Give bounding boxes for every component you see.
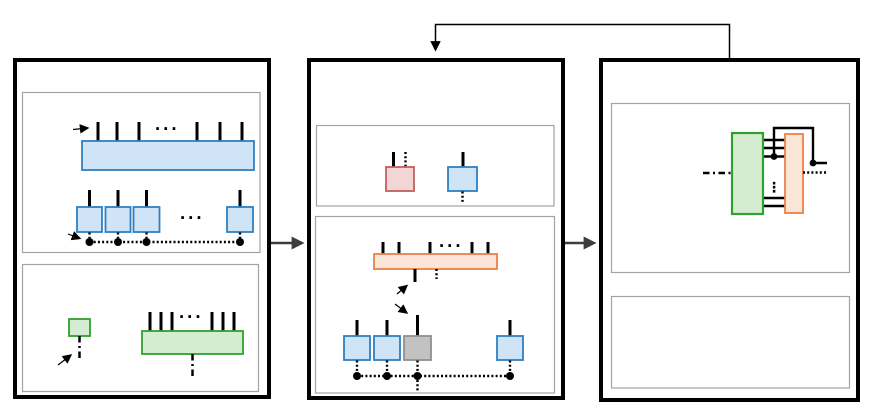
- bypass-junction-dot-left: [770, 153, 778, 160]
- orange-block-ticks: [381, 242, 490, 255]
- bus-dot-3: [142, 238, 151, 246]
- blue-square-row-ticks: [88, 190, 242, 208]
- bottom-blue-square-1: [343, 335, 371, 361]
- bus-dot-1: [85, 238, 94, 246]
- bypass-junction-dot-right: [809, 159, 817, 167]
- left-panel-bottom-subbox: ···: [21, 263, 260, 393]
- middle-panel: ···: [307, 58, 565, 400]
- green-block-ticks: [148, 312, 236, 332]
- annotation-arrow-output-tick: [396, 284, 409, 295]
- ellipsis-green-block-ticks: ···: [179, 308, 204, 326]
- vertical-ellipsis-wires: ⋮: [767, 180, 781, 196]
- red-square: [385, 166, 415, 192]
- right-top-subbox-frame: [610, 102, 851, 274]
- bottom-dotted-stubs: [355, 360, 512, 372]
- right-panel-bottom-subbox: [610, 295, 851, 389]
- bottom-blue-square-2: [373, 335, 401, 361]
- bottom-bus-dots: [353, 372, 514, 380]
- middle-bottom-subbox-frame: [314, 215, 556, 394]
- wide-orange-block: [373, 253, 498, 270]
- bottom-bus-dot-1: [353, 372, 361, 380]
- feedback-loop-arrow: [430, 23, 731, 58]
- blue-square-4: [226, 206, 254, 233]
- blue-square-3: [132, 206, 161, 233]
- left-panel-top-subbox: ··· ···: [21, 91, 261, 254]
- middle-panel-top-subbox: [315, 124, 555, 207]
- wide-blue-block: [81, 140, 255, 171]
- middle-top-subbox-frame: [315, 124, 555, 207]
- tall-orange-block: [784, 133, 804, 214]
- middle-top-blue-square: [447, 166, 478, 192]
- annotation-arrow-dashdot: [57, 354, 73, 366]
- annotation-arrow-first-dot: [67, 231, 82, 241]
- bypass-wire: [772, 126, 827, 165]
- annotation-arrow-gray-tick: [394, 303, 409, 314]
- bottom-row-ticks: [355, 315, 512, 337]
- bottom-bus-dot-2: [383, 372, 391, 380]
- bus-connection-dots: [85, 238, 244, 246]
- left-panel: ··· ··· ···: [13, 58, 271, 399]
- ellipsis-orange-block-ticks: ···: [439, 237, 464, 255]
- bus-dot-4: [236, 238, 244, 246]
- bottom-bus-dot-4: [506, 372, 514, 380]
- bus-dot-2: [114, 238, 122, 246]
- ellipsis-blue-square-row: ···: [180, 209, 205, 227]
- right-panel-top-subbox: ⋮: [610, 102, 851, 274]
- ellipsis-wide-blue-ticks: ···: [155, 120, 180, 138]
- right-bottom-subbox-frame: [610, 295, 851, 389]
- bottom-blue-square-3: [496, 335, 524, 361]
- annotation-arrow-first-tick: [72, 124, 90, 134]
- bottom-bus-dot-3: [413, 372, 422, 380]
- bottom-gray-square: [403, 335, 432, 361]
- wide-green-block: [141, 330, 244, 355]
- wide-blue-block-ticks: [96, 122, 244, 142]
- small-green-square: [68, 318, 91, 337]
- tall-green-block: [730, 131, 765, 216]
- blue-square-1: [76, 206, 103, 233]
- left-bottom-subbox-frame: [21, 263, 260, 393]
- blue-square-2: [104, 206, 132, 233]
- right-panel: ⋮: [599, 58, 860, 402]
- middle-panel-bottom-subbox: ···: [314, 215, 556, 394]
